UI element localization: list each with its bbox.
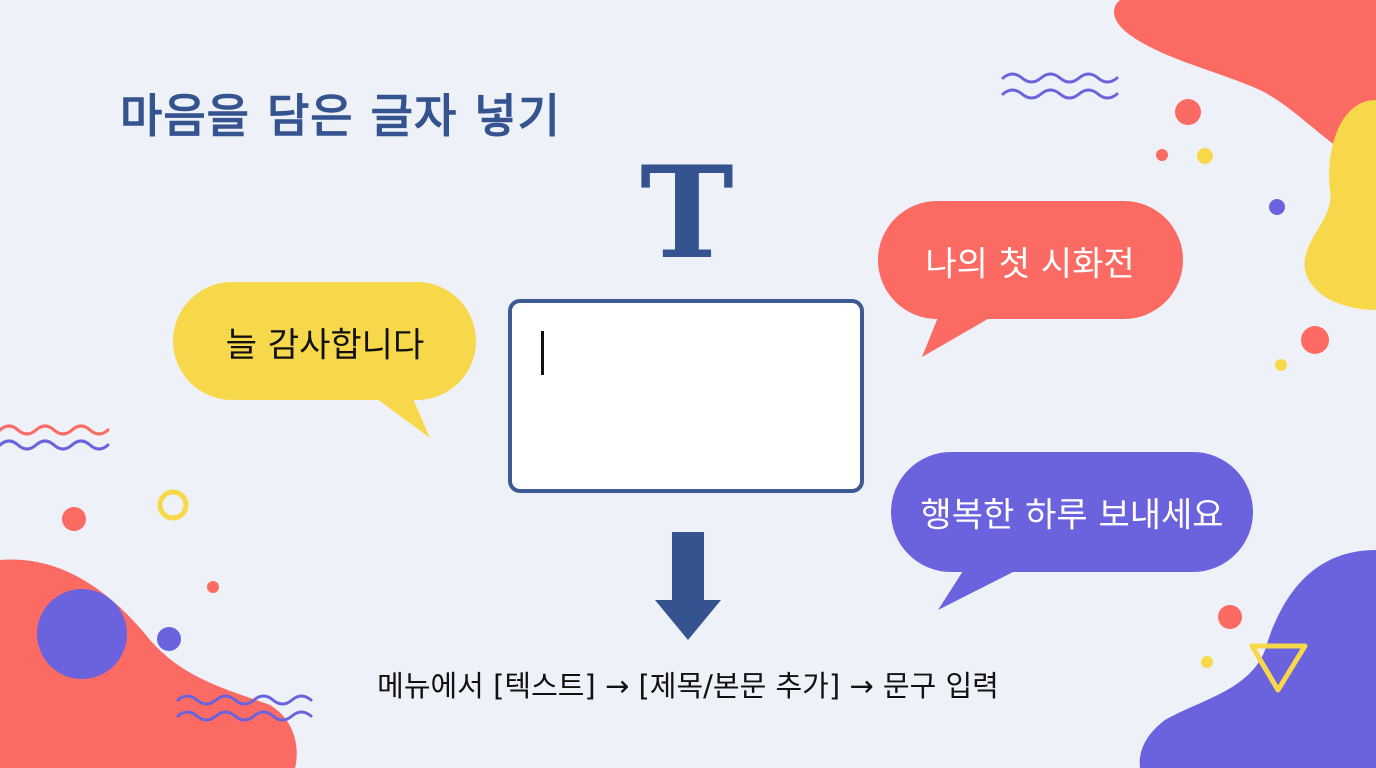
- text-tool-icon: T: [640, 139, 734, 287]
- squiggles-top-right: [1001, 72, 1119, 100]
- down-arrow-icon: [655, 532, 721, 640]
- dot: [1175, 99, 1201, 125]
- dot: [1201, 656, 1213, 668]
- bottom-left-purple-circle: [37, 589, 127, 679]
- page-title: 마음을 담은 글자 넣기: [120, 89, 561, 143]
- dot: [207, 581, 219, 593]
- bubble-label-yellow: 늘 감사합니다: [225, 325, 425, 366]
- top-right-red-blob: [1114, 0, 1376, 170]
- dot: [1218, 605, 1242, 629]
- dot: [1275, 359, 1287, 371]
- speech-bubble-yellow: [173, 282, 476, 438]
- dot: [1269, 199, 1285, 215]
- bubble-label-red: 나의 첫 시화전: [925, 244, 1135, 285]
- top-right-yellow-blob: [1304, 100, 1376, 310]
- bottom-left-red-blob: [0, 559, 297, 768]
- text-input-box[interactable]: [508, 299, 864, 493]
- dot: [157, 627, 181, 651]
- ring: [157, 489, 189, 521]
- dot: [1156, 149, 1168, 161]
- triangle-outline: [1249, 643, 1308, 693]
- text-caret: [541, 331, 544, 375]
- squiggles-left: [0, 424, 110, 451]
- dot: [62, 507, 86, 531]
- instruction-text: 메뉴에서 [텍스트] → [제목/본문 추가] → 문구 입력: [377, 669, 999, 703]
- bottom-right-purple-blob: [1139, 550, 1376, 768]
- bubble-label-purple: 행복한 하루 보내세요: [920, 495, 1224, 536]
- squiggles-bottom-left: [176, 694, 313, 722]
- dot: [1197, 148, 1213, 164]
- speech-bubble-red: [878, 201, 1183, 357]
- dot: [1301, 326, 1329, 354]
- speech-bubble-purple: [891, 452, 1253, 610]
